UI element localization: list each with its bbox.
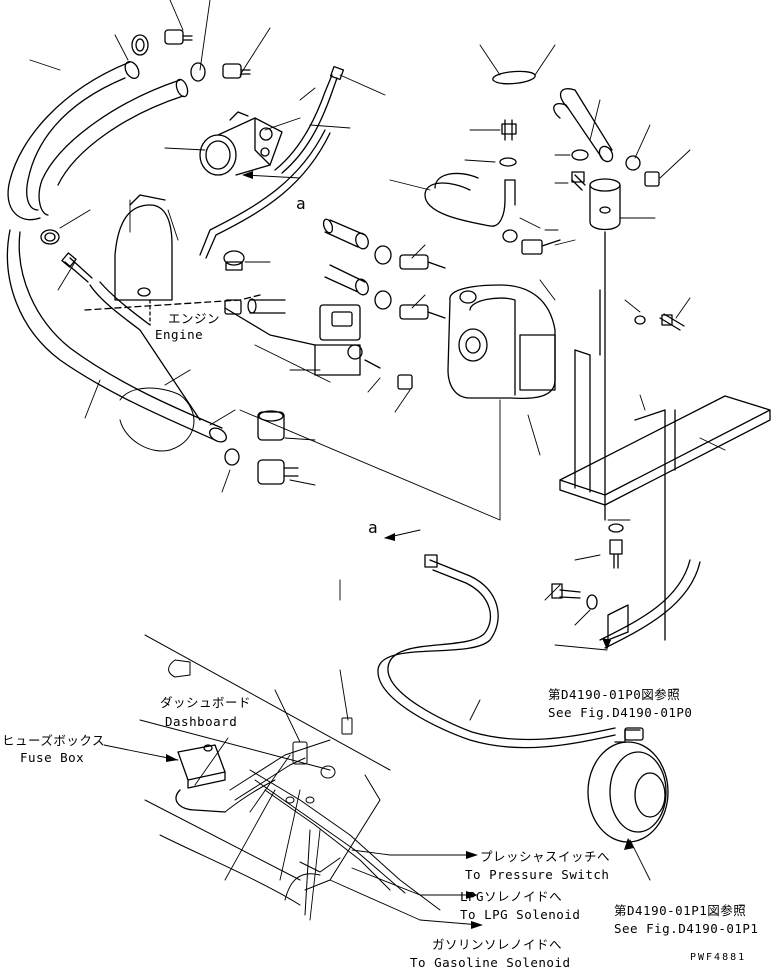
lower-coolant-hose bbox=[6, 229, 228, 443]
temperature-sensor bbox=[223, 250, 245, 271]
lpg-solenoid-label-jp: LPGソレノイドへ bbox=[460, 889, 563, 904]
marker-a-top: a bbox=[296, 194, 307, 213]
mounting-bracket bbox=[559, 289, 771, 641]
dashboard-label-jp: ダッシュボード bbox=[160, 695, 252, 710]
dashboard-area bbox=[139, 634, 391, 906]
marker-a-middle: a bbox=[368, 518, 379, 537]
lpg-vaporizer bbox=[447, 284, 556, 400]
leader-lines bbox=[103, 174, 651, 926]
right-elbow bbox=[502, 229, 561, 255]
engine-label-jp: エンジン bbox=[168, 311, 221, 326]
fusebox-label-jp: ヒューズボックス bbox=[2, 733, 106, 748]
figure-code: PWF4881 bbox=[690, 952, 747, 963]
engine-label-en: Engine bbox=[155, 327, 204, 342]
pressure-switch bbox=[424, 70, 536, 227]
fuel-filter bbox=[571, 171, 621, 521]
vacuum-pump bbox=[199, 111, 283, 176]
reference-2-jp: 第D4190-01P1図参照 bbox=[614, 903, 747, 918]
fusebox-label-en: Fuse Box bbox=[20, 750, 85, 765]
arrowheads bbox=[166, 171, 634, 929]
left-bolt bbox=[61, 252, 93, 283]
air-intake-elbow bbox=[114, 194, 173, 301]
callout-lines bbox=[29, 0, 726, 921]
bracket-bolts bbox=[551, 523, 629, 641]
solenoid-valve bbox=[224, 299, 381, 376]
reference-1-en: See Fig.D4190-01P0 bbox=[548, 705, 693, 720]
dashboard-label-en: Dashboard bbox=[165, 714, 238, 729]
lpg-solenoid-label-en: To LPG Solenoid bbox=[460, 907, 581, 922]
pressure-switch-label-en: To Pressure Switch bbox=[465, 867, 610, 882]
lower-fittings bbox=[257, 374, 413, 485]
wiring-harness bbox=[224, 717, 441, 916]
fuse-box bbox=[175, 744, 226, 813]
upper-coolant-hose bbox=[7, 60, 189, 221]
elbow-fittings-top bbox=[164, 29, 251, 79]
center-fittings bbox=[399, 254, 446, 320]
hose-clamps bbox=[40, 34, 240, 466]
gasoline-solenoid-label-en: To Gasoline Solenoid bbox=[410, 955, 571, 970]
small-hose-right bbox=[553, 88, 660, 187]
leader-lines-center bbox=[239, 344, 501, 521]
pressure-switch-label-jp: プレッシャスイッチへ bbox=[480, 849, 611, 864]
reference-1-jp: 第D4190-01P0図参照 bbox=[548, 687, 681, 702]
hose-segments bbox=[247, 218, 392, 314]
reference-2-en: See Fig.D4190-01P1 bbox=[614, 921, 759, 936]
gasoline-solenoid-label-jp: ガソリンソレノイドへ bbox=[432, 937, 563, 952]
vacuum-tube-a bbox=[199, 65, 345, 259]
water-pump-pulley bbox=[587, 727, 669, 843]
fuel-return-tube bbox=[377, 554, 701, 749]
